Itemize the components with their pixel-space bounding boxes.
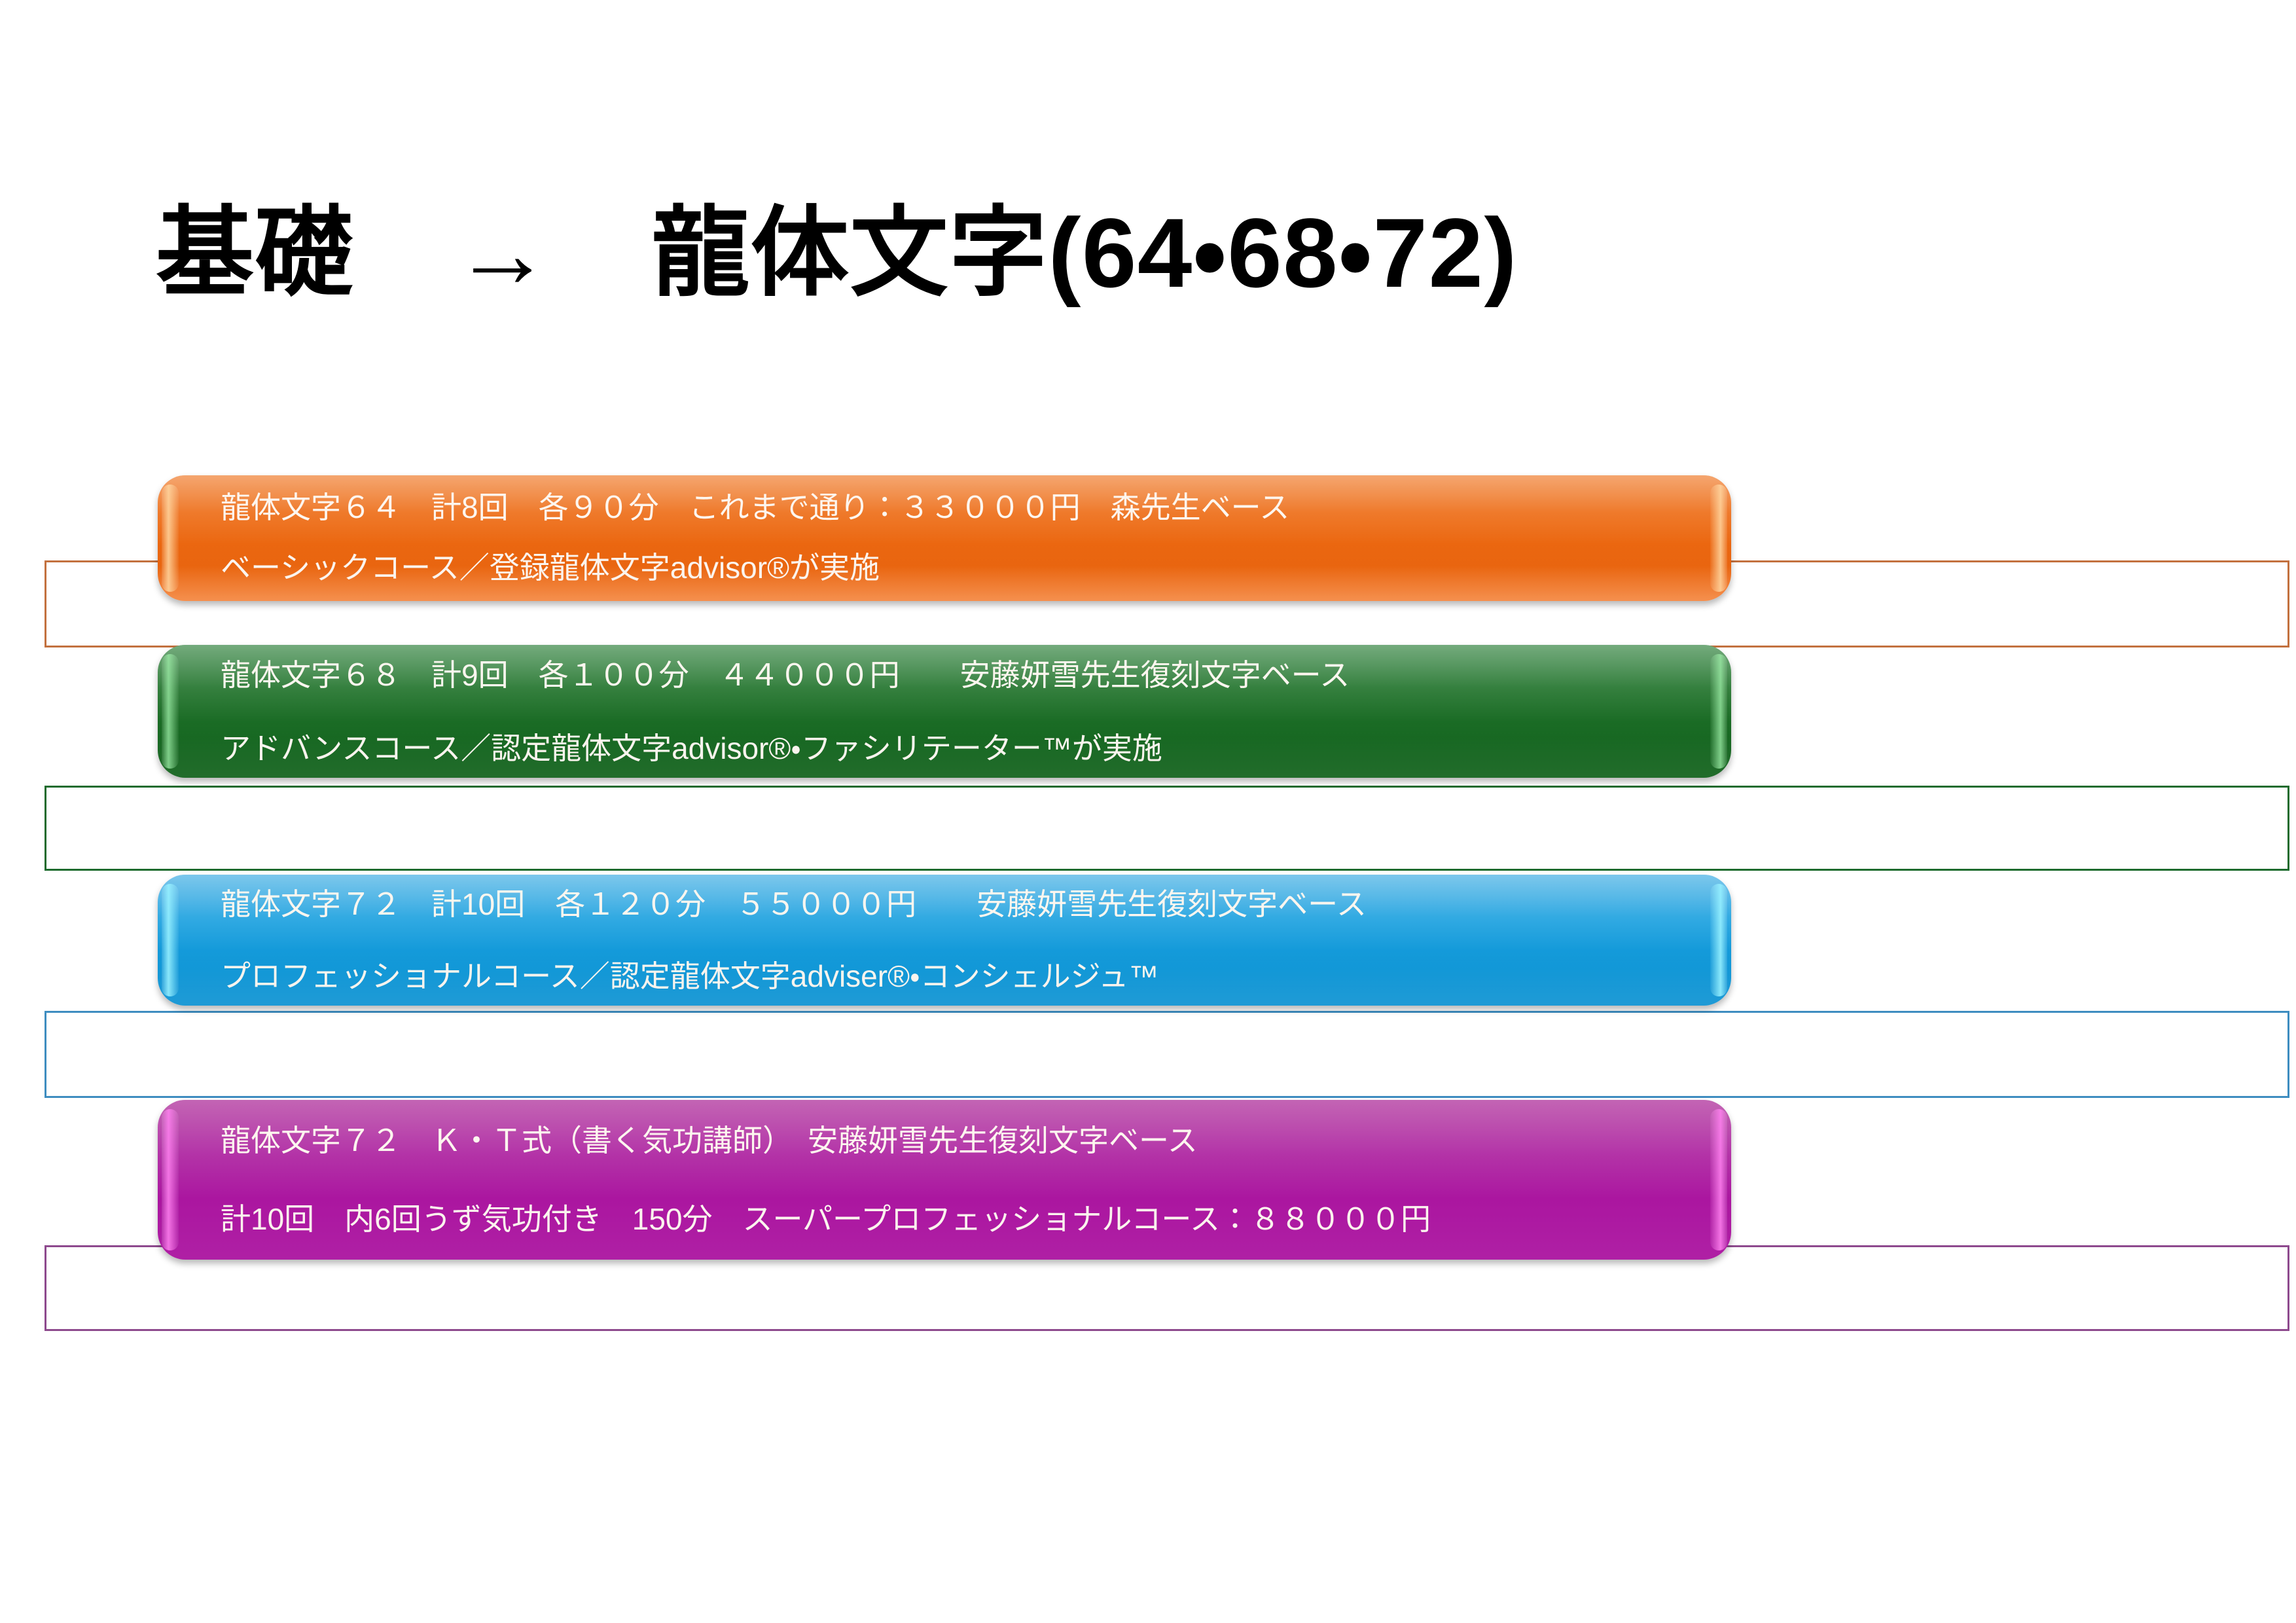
course-64-line2: ベーシックコース／登録龍体文字advisor®が実施 bbox=[221, 551, 880, 585]
course-bar-72[interactable]: 龍体文字７２ 計10回 各１２０分 ５５０００円 安藤妍雪先生復刻文字ベース プ… bbox=[158, 875, 1731, 1006]
course-bar-kt[interactable]: 龍体文字７２ Ｋ・Ｔ式（書く気功講師） 安藤妍雪先生復刻文字ベース 計10回 内… bbox=[158, 1100, 1731, 1260]
course-68-line1: 龍体文字６８ 計9回 各１００分 ４４０００円 安藤妍雪先生復刻文字ベース bbox=[221, 657, 1350, 692]
outline-rect-course-68 bbox=[45, 786, 2289, 871]
page-title: 基礎 → 龍体文字(64・68・72) bbox=[156, 198, 1518, 308]
course-72-line2: プロフェッショナルコース／認定龍体文字adviser®・コンシェルジュ™ bbox=[221, 959, 1159, 993]
course-kt-line1: 龍体文字７２ Ｋ・Ｔ式（書く気功講師） 安藤妍雪先生復刻文字ベース bbox=[221, 1123, 1198, 1158]
outline-rect-course-72 bbox=[45, 1011, 2289, 1098]
course-kt-line2: 計10回 内6回うず気功付き 150分 スーパープロフェッショナルコース：８８０… bbox=[221, 1202, 1431, 1236]
course-72-line1: 龍体文字７２ 計10回 各１２０分 ５５０００円 安藤妍雪先生復刻文字ベース bbox=[221, 887, 1367, 921]
course-bar-64-text: 龍体文字６４ 計8回 各９０分 これまで通り：３３０００円 森先生ベース ベーシ… bbox=[158, 475, 1731, 601]
course-bar-68[interactable]: 龍体文字６８ 計9回 各１００分 ４４０００円 安藤妍雪先生復刻文字ベース アド… bbox=[158, 645, 1731, 778]
course-bar-64[interactable]: 龍体文字６４ 計8回 各９０分 これまで通り：３３０００円 森先生ベース ベーシ… bbox=[158, 475, 1731, 601]
course-68-line2: アドバンスコース／認定龍体文字advisor®・ファシリテーター™が実施 bbox=[221, 731, 1162, 765]
course-bar-kt-text: 龍体文字７２ Ｋ・Ｔ式（書く気功講師） 安藤妍雪先生復刻文字ベース 計10回 内… bbox=[158, 1100, 1731, 1260]
course-64-line1: 龍体文字６４ 計8回 各９０分 これまで通り：３３０００円 森先生ベース bbox=[221, 490, 1290, 524]
course-bar-72-text: 龍体文字７２ 計10回 各１２０分 ５５０００円 安藤妍雪先生復刻文字ベース プ… bbox=[158, 875, 1731, 1006]
course-bar-68-text: 龍体文字６８ 計9回 各１００分 ４４０００円 安藤妍雪先生復刻文字ベース アド… bbox=[158, 645, 1731, 778]
